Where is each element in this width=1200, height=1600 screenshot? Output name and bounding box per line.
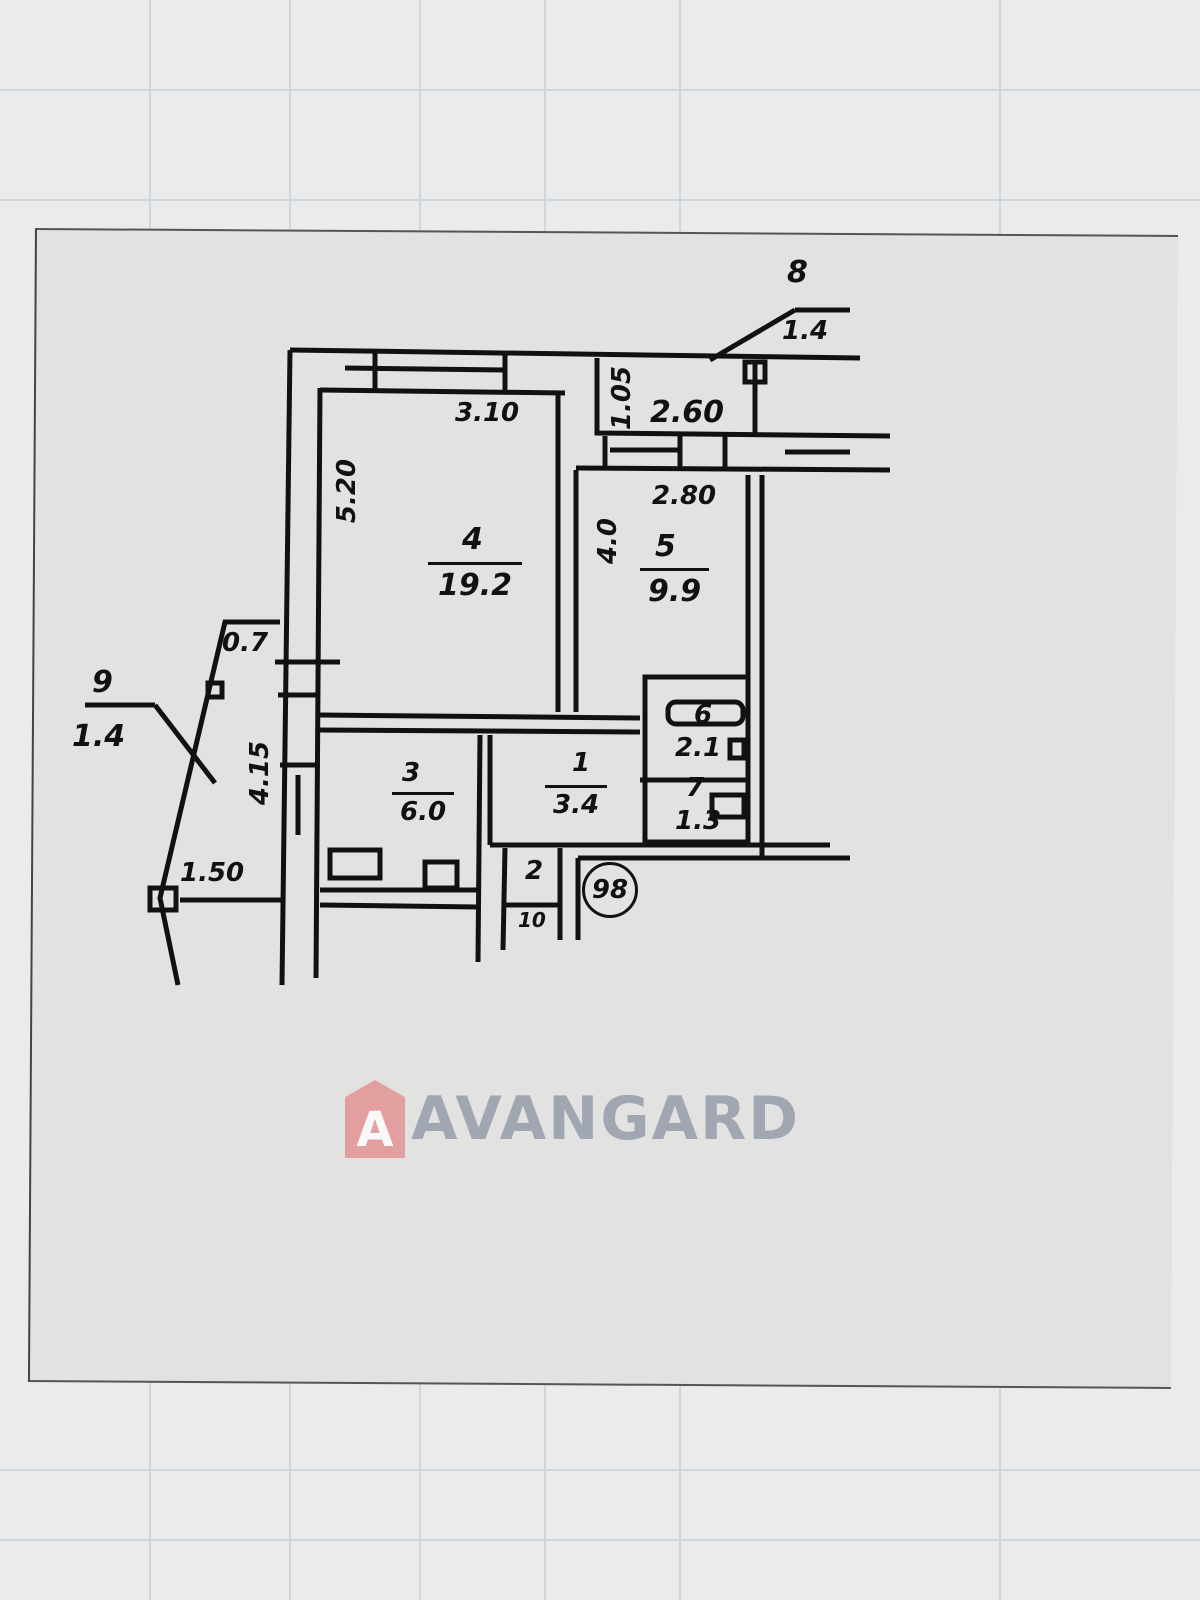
avangard-logo-icon: A <box>345 1080 405 1158</box>
room7-number: 7 <box>686 773 705 803</box>
balcony8-depth: 1.05 <box>607 365 638 431</box>
balcony8-number: 8 <box>787 255 808 290</box>
room5-length: 4.0 <box>593 517 624 565</box>
kitchen-length: 4.15 <box>245 740 276 806</box>
room4-number: 4 <box>462 522 483 557</box>
balcony9-area: 1.4 <box>72 719 126 754</box>
room1-number: 1 <box>572 748 591 778</box>
room3-number: 3 <box>402 758 421 788</box>
apartment-number-badge: 98 <box>582 862 638 918</box>
room3-area: 6.0 <box>392 792 455 825</box>
room4-width: 3.10 <box>455 398 520 428</box>
room4-area: 19.2 <box>428 562 523 601</box>
room4-length: 5.20 <box>332 458 363 524</box>
watermark-text: AVANGARD <box>411 1084 801 1154</box>
room10-number: 10 <box>518 908 546 932</box>
room5-width: 2.80 <box>652 481 717 511</box>
room5-number: 5 <box>655 529 676 564</box>
room7-area: 1.3 <box>675 806 722 836</box>
apartment-number: 98 <box>591 875 629 905</box>
room5-area: 9.9 <box>640 568 710 607</box>
balcony8-width: 2.60 <box>650 395 725 430</box>
room6-area: 2.1 <box>675 733 722 763</box>
room2-number: 2 <box>525 856 544 886</box>
balcony9-width: 1.50 <box>180 858 245 888</box>
balcony9-depth: 0.7 <box>222 628 269 658</box>
balcony8-area: 1.4 <box>782 316 829 346</box>
balcony9-number: 9 <box>92 665 113 700</box>
avangard-watermark: A AVANGARD <box>345 1080 800 1158</box>
room1-area: 3.4 <box>545 785 608 818</box>
room6-number: 6 <box>694 700 713 730</box>
